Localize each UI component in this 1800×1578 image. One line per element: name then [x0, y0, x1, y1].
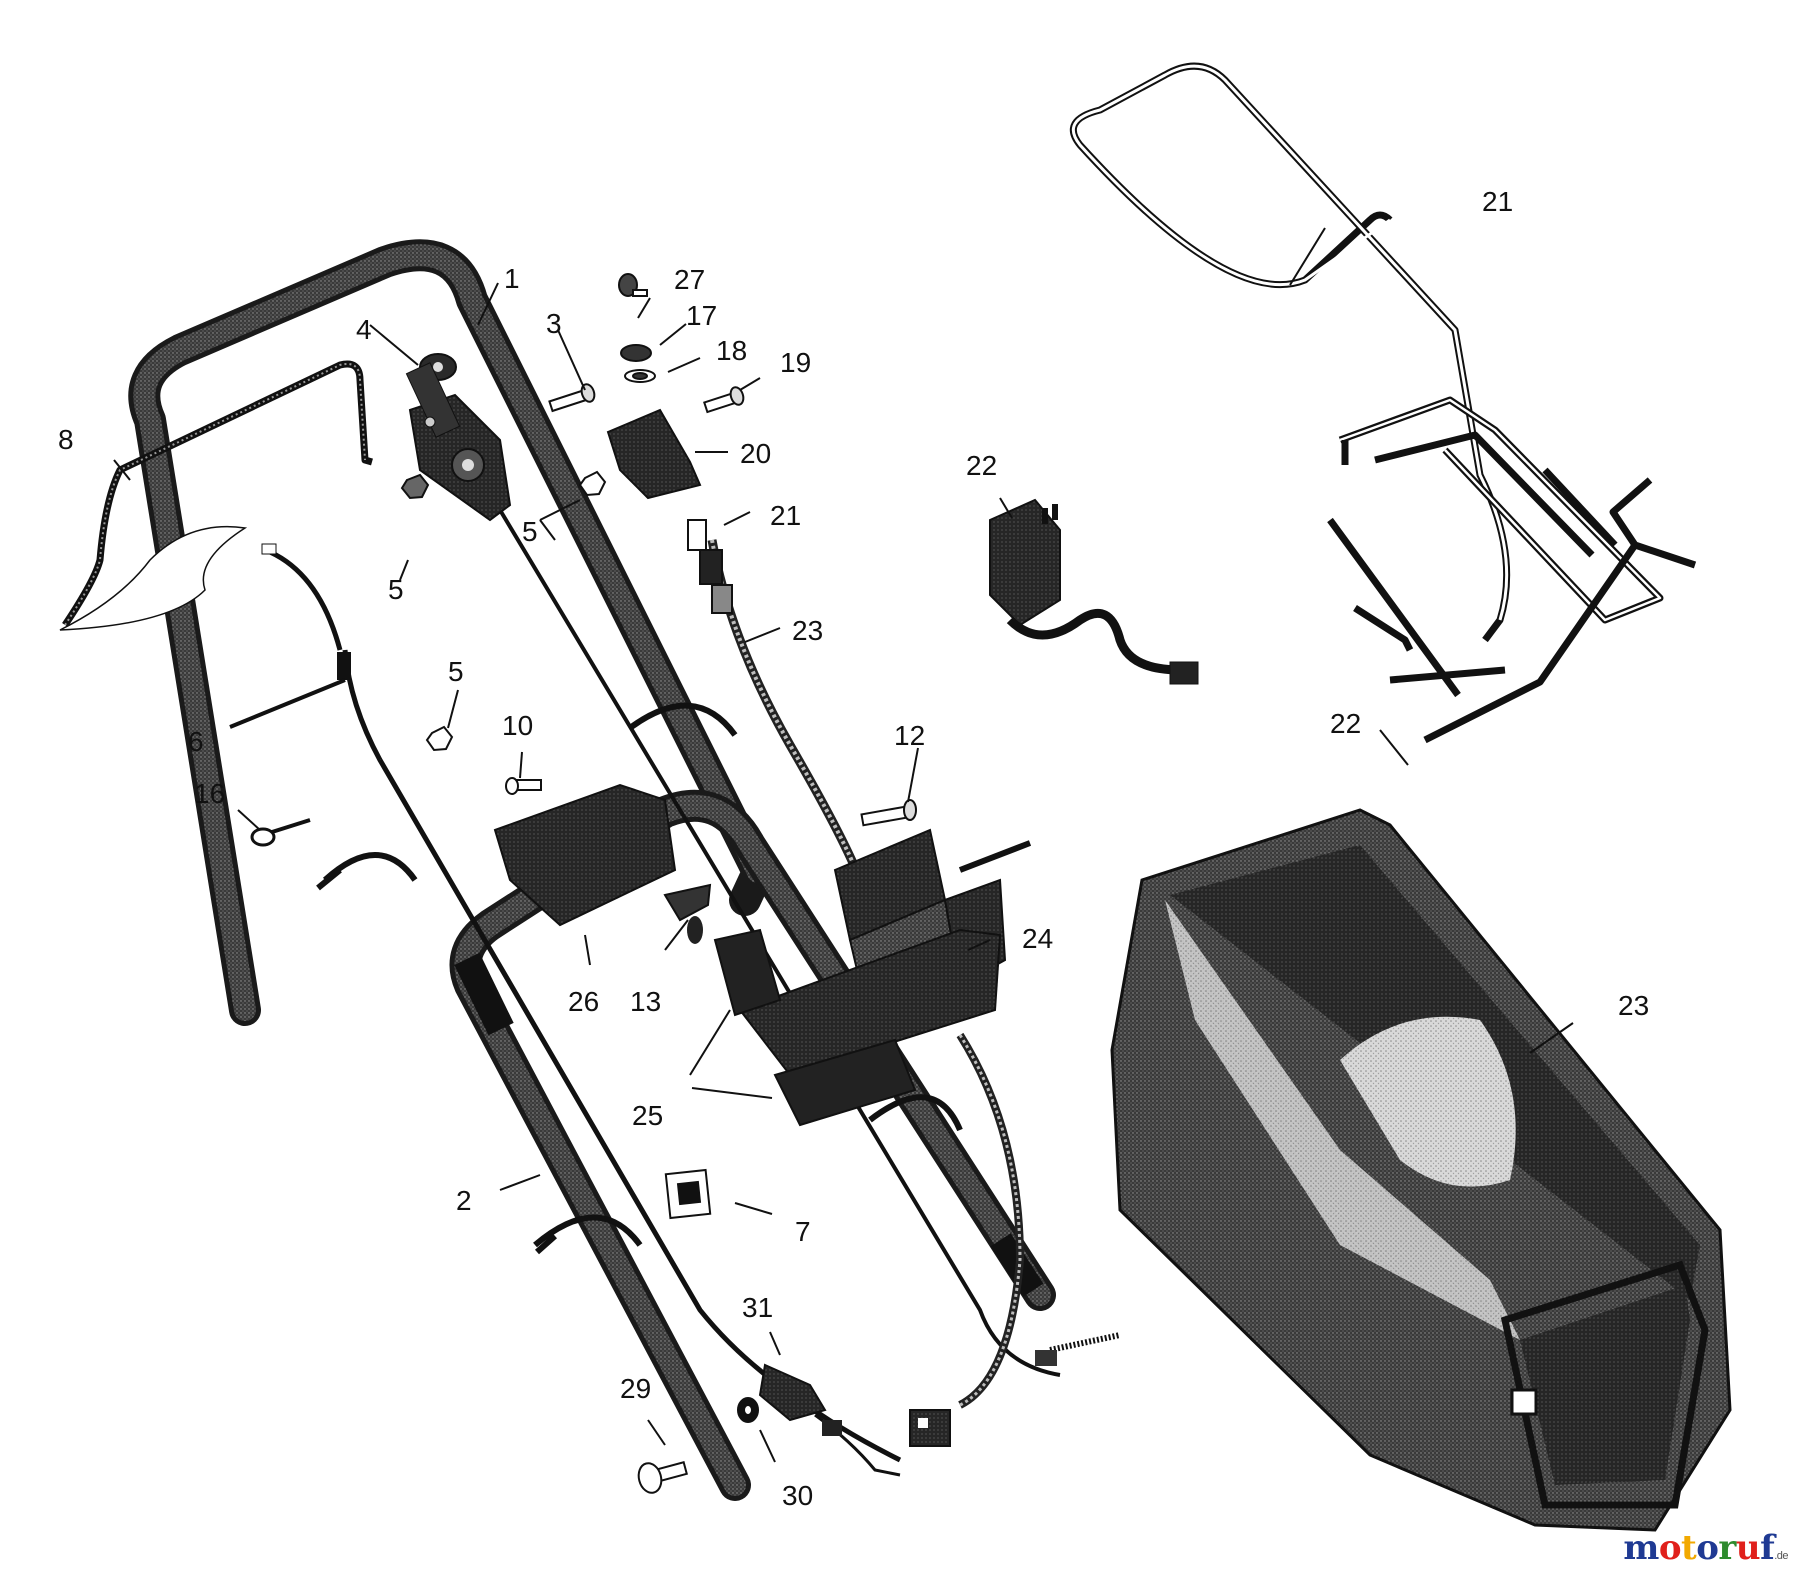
grass-bag-frame [1069, 62, 1697, 744]
callout-3: 3 [546, 308, 562, 339]
callout-8: 8 [58, 424, 74, 455]
hardware-bolts [250, 383, 917, 1494]
battery-pack [713, 828, 1032, 1127]
cable-bracket [758, 1363, 901, 1477]
handle-knob [663, 883, 712, 944]
brand-letter: f [1760, 1528, 1775, 1568]
callout-12: 12 [894, 720, 926, 751]
spring-connector [909, 1332, 1121, 1447]
callout-5-nut-mid: 5 [448, 656, 464, 687]
brand-letter: u [1735, 1528, 1761, 1568]
callout-19: 19 [780, 347, 812, 378]
brand-tld: .de [1774, 1550, 1788, 1562]
warning-label [59, 525, 248, 631]
callout-27: 27 [674, 264, 706, 295]
callout-2: 2 [456, 1185, 472, 1216]
switch-cable [229, 543, 351, 729]
leader-lines [113, 227, 1574, 1463]
callout-7: 7 [795, 1216, 811, 1247]
callout-6: 6 [188, 726, 204, 757]
callout-17: 17 [686, 300, 718, 331]
decal [664, 1168, 712, 1220]
upper-handle [128, 239, 774, 1026]
callout-13: 13 [630, 986, 662, 1017]
callout-21-frame: 21 [1482, 186, 1514, 217]
callout-20: 20 [740, 438, 772, 469]
brand-letter: m [1623, 1528, 1659, 1568]
callout-5-nut-left: 5 [388, 574, 404, 605]
bail-bar [62, 360, 373, 627]
callout-31: 31 [742, 1292, 774, 1323]
callout-22-charger: 22 [966, 450, 998, 481]
callout-26: 26 [568, 986, 600, 1017]
handle-panel [493, 783, 677, 927]
brand-letter: o [1696, 1528, 1719, 1568]
callout-23-harness: 23 [792, 615, 824, 646]
callout-4: 4 [356, 314, 372, 345]
cable-ties [316, 702, 963, 1255]
battery-charger [989, 498, 1199, 685]
callout-30: 30 [782, 1480, 814, 1511]
callout-25: 25 [632, 1100, 664, 1131]
callout-23-bag: 23 [1618, 990, 1650, 1021]
control-cable [342, 508, 1061, 1463]
control-box [405, 353, 512, 522]
callout-1: 1 [504, 263, 520, 294]
callout-5-nut-switch: 5 [522, 516, 538, 547]
brand-letter: r [1718, 1528, 1736, 1568]
callout-16: 16 [194, 778, 226, 809]
callout-22-frame: 22 [1330, 708, 1362, 739]
brand-letter: t [1681, 1528, 1697, 1568]
brand-watermark: motoruf.de [1623, 1528, 1788, 1568]
callout-10: 10 [502, 710, 534, 741]
callout-29: 29 [620, 1373, 652, 1404]
grass-bag [1110, 808, 1732, 1532]
callout-21-cable: 21 [770, 500, 802, 531]
key-switch-assembly [606, 273, 733, 614]
callout-24: 24 [1022, 923, 1054, 954]
callout-18: 18 [716, 335, 748, 366]
brand-letter: o [1658, 1528, 1682, 1568]
